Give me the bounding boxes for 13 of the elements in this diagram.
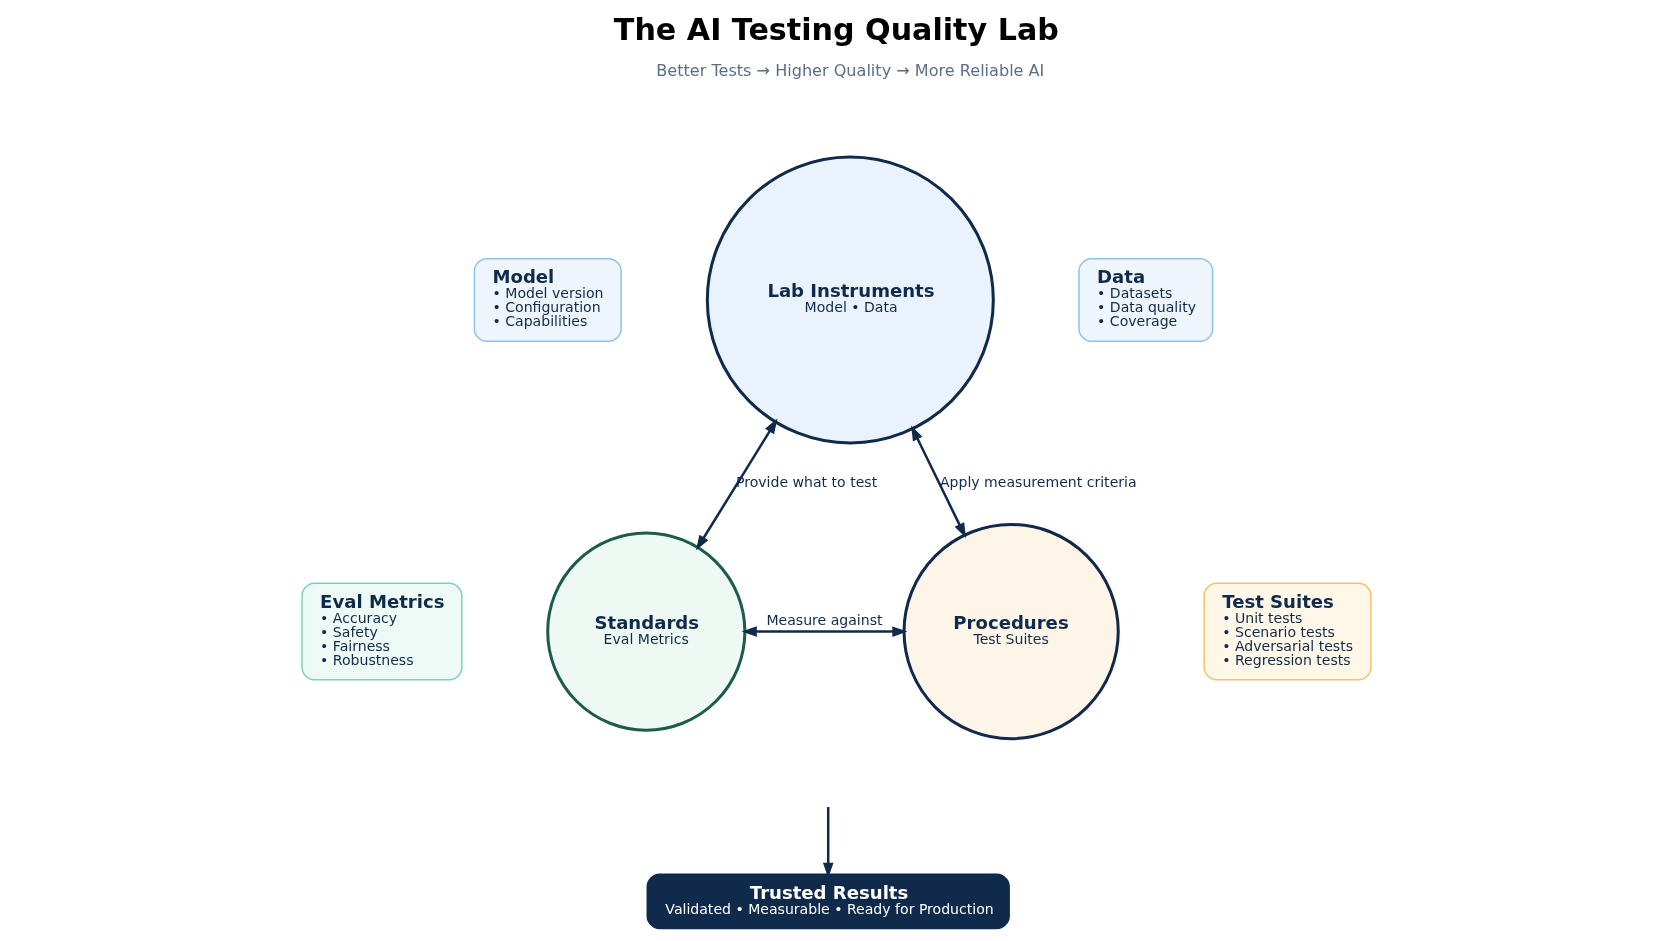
edge-label: Apply measurement criteria — [939, 474, 1137, 491]
edge-label: Provide what to test — [735, 474, 877, 491]
arrow — [741, 626, 907, 637]
node-box: Data • Datasets • Data quality • Coverage — [1077, 258, 1213, 342]
node-box: Test Suites • Unit tests • Scenario tests • Adversarial tests • Regression tests — [1202, 582, 1372, 681]
label: Better Tests → Higher Quality → More Reliable AI — [655, 60, 1044, 80]
arrow — [695, 418, 777, 551]
arrow — [910, 425, 966, 539]
diagram-title: The AI Testing Quality Lab — [613, 11, 1059, 47]
node-box: Model • Model version • Configuration • Capabilities — [473, 258, 622, 342]
node-box: Eval Metrics • Accuracy • Safety • Fairness • Robustness — [300, 582, 463, 681]
node-box: Trusted Results Validated • Measurable • Ready for Production — [646, 873, 1010, 930]
edge-label: Measure against — [765, 611, 882, 628]
